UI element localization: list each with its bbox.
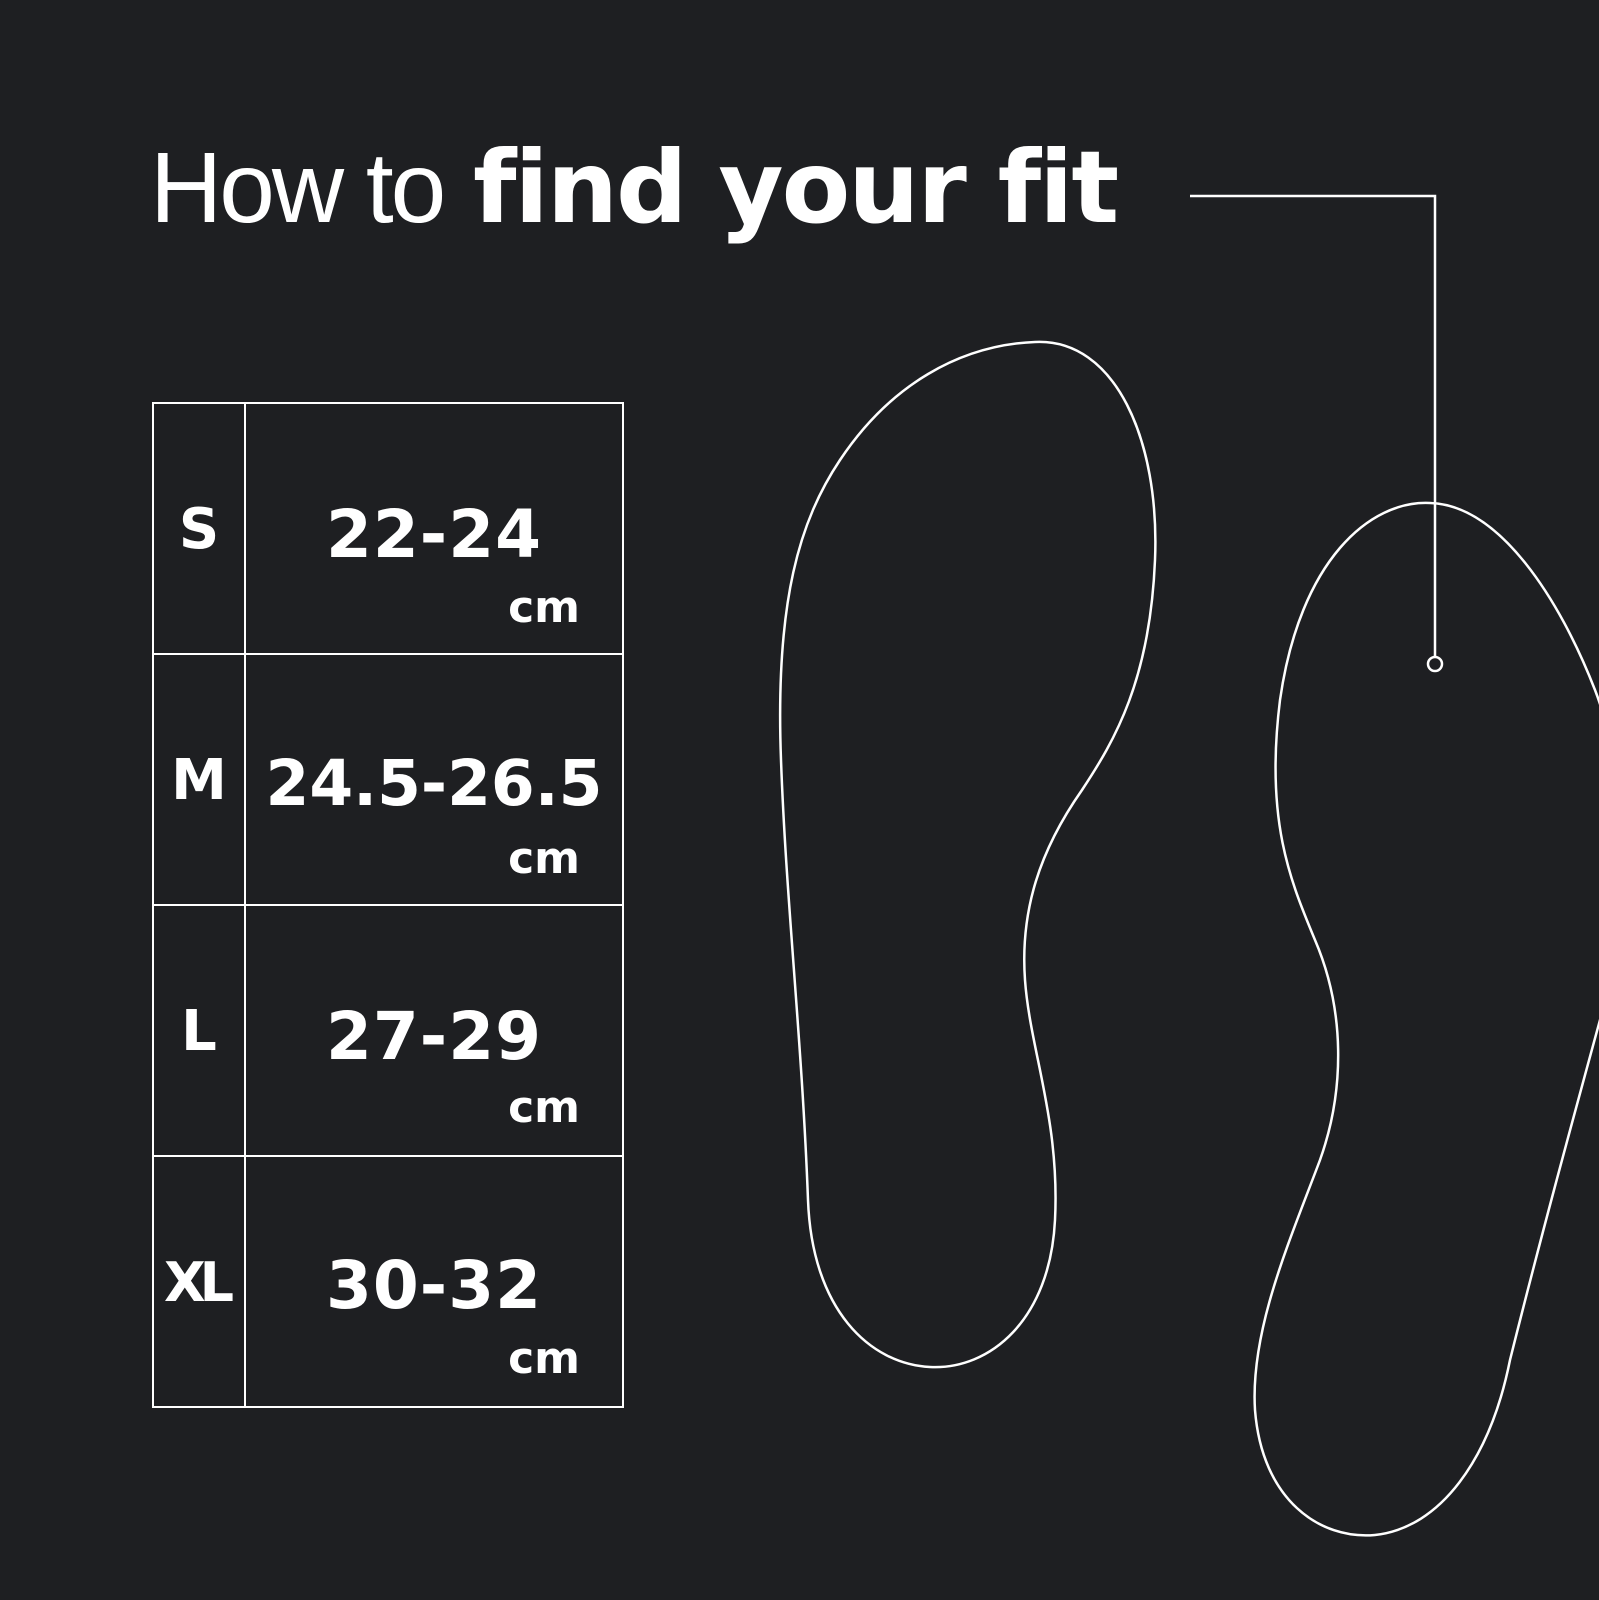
size-unit: cm [508, 833, 580, 884]
right-foot-outline-icon [1253, 501, 1599, 1537]
size-unit: cm [508, 1333, 580, 1384]
title-light-text: How to [150, 132, 446, 244]
size-unit: cm [508, 1082, 580, 1133]
size-range: 22-24 [325, 496, 543, 573]
measure-pointer-icon [1190, 194, 1444, 673]
size-range: 24.5-26.5 [265, 747, 603, 820]
size-row-xl: XL 30-32 cm [154, 1155, 622, 1408]
size-label: S [154, 404, 246, 655]
title-bold-text: find your fit [473, 129, 1119, 246]
size-row-m: M 24.5-26.5 cm [154, 653, 622, 906]
size-chart-table: S 22-24 cm M 24.5-26.5 cm L 27-29 cm XL … [152, 402, 624, 1408]
left-foot-outline-icon [778, 340, 1157, 1369]
size-range: 27-29 [325, 998, 543, 1075]
size-row-l: L 27-29 cm [154, 904, 622, 1157]
size-row-s: S 22-24 cm [154, 404, 622, 655]
size-label: M [154, 655, 246, 906]
page-title: How to find your fit [150, 118, 1119, 258]
size-unit: cm [508, 582, 580, 633]
size-label: L [154, 906, 246, 1157]
size-range: 30-32 [325, 1247, 543, 1324]
size-label: XL [154, 1157, 246, 1408]
